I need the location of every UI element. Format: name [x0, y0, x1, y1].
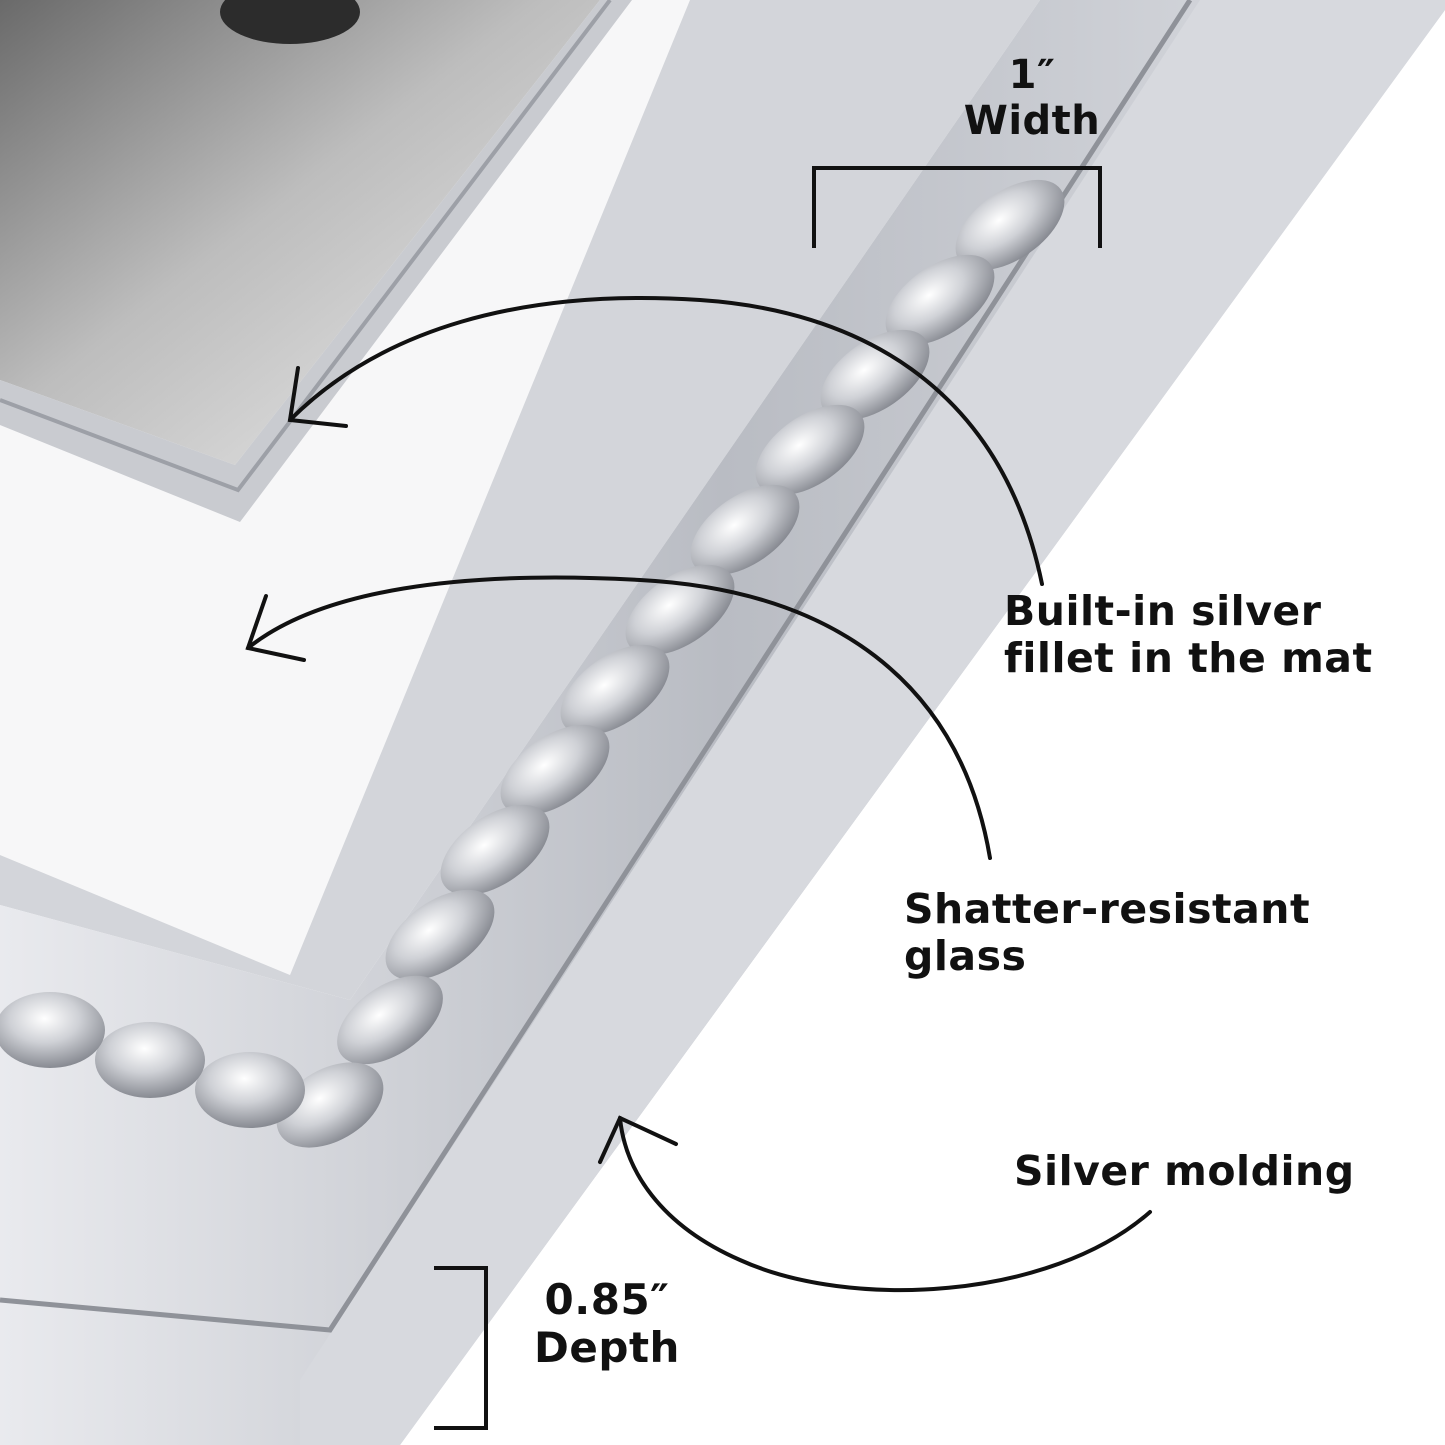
- fillet-edge: [0, 0, 612, 493]
- depth-annotation: 0.85″ Depth: [522, 1275, 692, 1373]
- width-value: 1″: [1008, 52, 1056, 98]
- curved-arrow-icon: [287, 296, 1044, 586]
- width-annotation: 1″ Width: [952, 52, 1112, 144]
- fillet-line-1: Built-in silver: [1004, 587, 1322, 635]
- molding-label: Silver molding: [1014, 1147, 1355, 1195]
- depth-value: 0.85″: [544, 1275, 670, 1324]
- curved-arrow-icon: [245, 575, 992, 860]
- fillet-annotation: Built-in silver fillet in the mat: [1004, 587, 1373, 683]
- frame-inner-bevel: [0, 0, 1040, 1000]
- bead-row: [0, 179, 1065, 1148]
- width-label: Width: [963, 98, 1101, 144]
- curved-arrow-icon: [598, 1115, 1152, 1293]
- glass-line-2: glass: [904, 932, 1027, 981]
- frame-lip-shadow: [0, 0, 1193, 1333]
- width-bracket-icon: [812, 166, 1102, 248]
- photo-dark-subject: [220, 0, 360, 44]
- depth-bracket-icon: [434, 1266, 488, 1430]
- glass-annotation: Shatter-resistant glass: [904, 885, 1311, 981]
- glass-line-1: Shatter-resistant: [904, 885, 1311, 933]
- photo-print: [0, 0, 600, 465]
- frame-outer-lip: [300, 0, 1445, 1445]
- fillet-line-2: fillet in the mat: [1004, 634, 1373, 683]
- depth-label: Depth: [534, 1323, 680, 1373]
- molding-annotation: Silver molding: [1014, 1147, 1355, 1195]
